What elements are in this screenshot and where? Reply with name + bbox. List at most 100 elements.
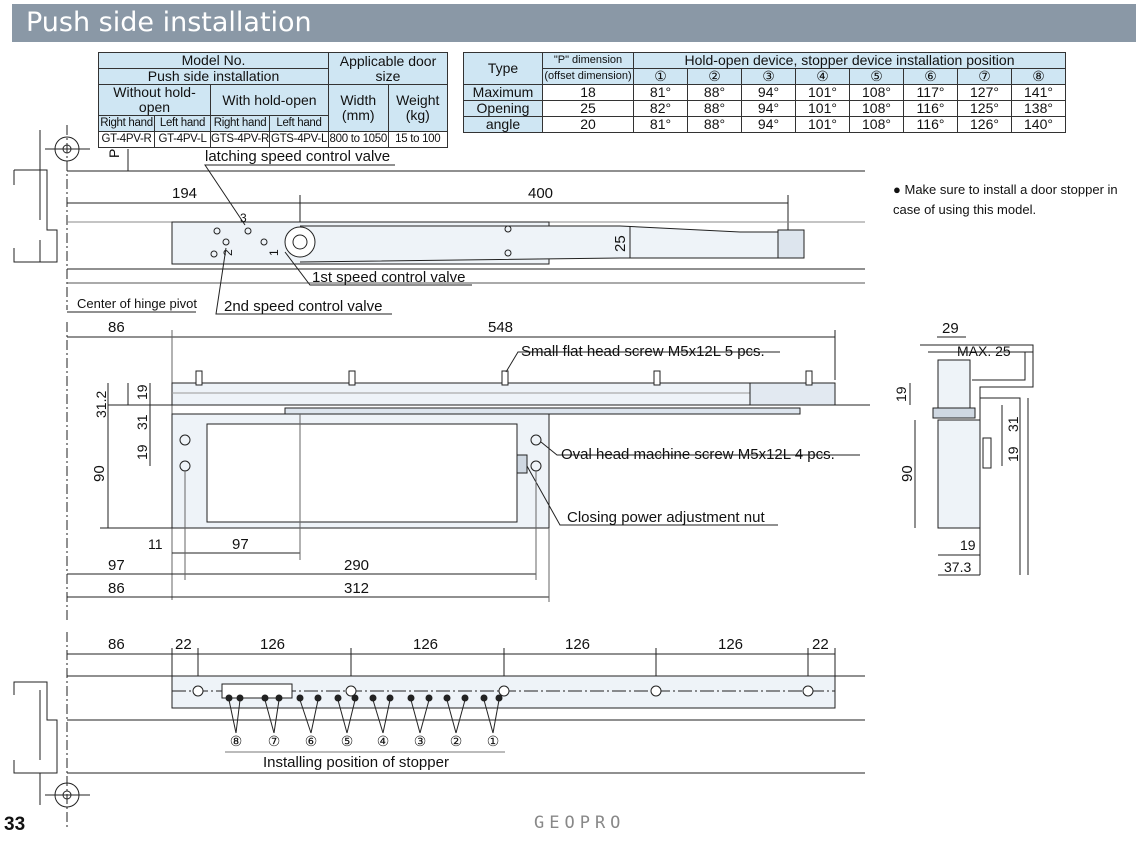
closing-nut-label: Closing power adjustment nut [567, 509, 765, 526]
valve-number: 3 [240, 211, 247, 225]
stopper-leader [264, 699, 275, 734]
bullet-icon: ● [893, 182, 901, 197]
stopper-leader [483, 699, 494, 734]
angle-value: 101° [795, 100, 850, 117]
stopper-leader [273, 699, 280, 734]
leader [204, 164, 395, 226]
leader [526, 465, 778, 526]
angle-value: 126° [957, 116, 1012, 133]
valve-icon [244, 227, 252, 235]
hand-label: Left hand [154, 115, 211, 132]
position-label: ⑧ [1011, 68, 1066, 85]
rail-screw-icon [653, 370, 661, 386]
model-table: Model No. Applicable door size Push side… [98, 52, 448, 148]
side-body [937, 419, 981, 529]
dim-126d: 126 [718, 636, 743, 653]
angle-value: 94° [741, 100, 796, 117]
rail-hole-icon [650, 685, 662, 697]
small-screw-label: Small flat head screw M5x12L 5 pcs. [521, 343, 765, 360]
angle-value: 116° [903, 116, 958, 133]
stopper-leader [492, 699, 500, 734]
without-holdopen-header: Without hold-open [98, 84, 211, 116]
stopper-leader [310, 699, 319, 734]
angle-value: 101° [795, 116, 850, 133]
angle-value: 116° [903, 100, 958, 117]
stopper-position-number: ③ [414, 733, 427, 749]
dim-126c: 126 [565, 636, 590, 653]
leader [284, 251, 472, 286]
dim-22a: 22 [175, 636, 192, 653]
p-dimension-header: "P" dimension [542, 52, 634, 69]
rail-screw-icon [501, 370, 509, 386]
position-header: Hold-open device, stopper device install… [633, 52, 1066, 69]
page-number: 33 [4, 814, 26, 835]
rail-hole-icon [802, 685, 814, 697]
side-view: 29 MAX. 25 19 90 31 19 19 37.3 [893, 320, 1034, 576]
screw-icon [504, 225, 512, 233]
type-cell: angle [463, 116, 543, 133]
dim-312: 312 [344, 580, 369, 597]
stopper-leader [419, 699, 430, 734]
position-label: ③ [741, 68, 796, 85]
stopper-leader [446, 699, 457, 734]
hinge-center-label: Center of hinge pivot [77, 296, 197, 311]
oval-screw-label: Oval head machine screw M5x12L 4 pcs. [561, 446, 835, 463]
install-note-text: Make sure to install a door stopper in c… [893, 182, 1118, 217]
dim-86: 86 [108, 319, 125, 336]
closer-cover [206, 423, 518, 523]
weight-header: Weight (kg) [387, 84, 448, 132]
dim-400: 400 [528, 185, 553, 202]
stopper-leader [228, 699, 237, 734]
valve-icon [210, 250, 218, 258]
stopper-leader [346, 699, 356, 734]
install-note: ● Make sure to install a door stopper in… [893, 180, 1147, 220]
angle-value: 108° [849, 116, 904, 133]
stopper-position-number: ⑥ [305, 733, 318, 749]
stopper-leader [299, 699, 312, 734]
dim-90: 90 [91, 465, 108, 482]
dim-37-3: 37.3 [944, 559, 971, 575]
dim-31-2: 31.2 [93, 391, 109, 418]
position-label: ② [687, 68, 742, 85]
stopper-leader [455, 699, 466, 734]
dim-19: 19 [134, 384, 150, 400]
dim-19b-side: 19 [1005, 446, 1021, 462]
position-label: ⑤ [849, 68, 904, 85]
dim-97b: 97 [108, 557, 125, 574]
push-side-header: Push side installation [98, 68, 329, 85]
dim-97a: 97 [232, 536, 249, 553]
stopper-position-number: ② [450, 733, 463, 749]
dim-19-side: 19 [893, 386, 909, 402]
angle-value: 82° [633, 100, 688, 117]
brand-logo: GEOPRO [534, 813, 626, 833]
angle-table: Type "P" dimension Hold-open device, sto… [463, 52, 1066, 133]
rail-hole-icon [345, 685, 357, 697]
dim-11: 11 [148, 536, 163, 552]
hand-label: Right hand [98, 115, 155, 132]
rail-screw-icon [348, 370, 356, 386]
dim-548: 548 [488, 319, 513, 336]
second-valve-label: 2nd speed control valve [224, 298, 382, 315]
rail [171, 382, 836, 406]
dim-86b: 86 [108, 580, 125, 597]
stopper-position-number: ④ [377, 733, 390, 749]
valve-icon [222, 238, 230, 246]
stopper-leader [410, 699, 421, 734]
leader [505, 351, 780, 373]
dim-max-25: MAX. 25 [957, 343, 1011, 359]
frame-profile [13, 169, 58, 263]
stopper-leader [382, 699, 391, 734]
dim-22b: 22 [812, 636, 829, 653]
dim-126a: 126 [260, 636, 285, 653]
angle-value: 94° [741, 116, 796, 133]
position-label: ⑦ [957, 68, 1012, 85]
dim-31: 31 [134, 414, 150, 430]
with-holdopen-header: With hold-open [210, 84, 329, 116]
model-code: GT-4PV-L [154, 131, 211, 148]
dim-19-bottom: 19 [960, 537, 976, 553]
dim-290: 290 [344, 557, 369, 574]
screw-icon [530, 434, 542, 446]
